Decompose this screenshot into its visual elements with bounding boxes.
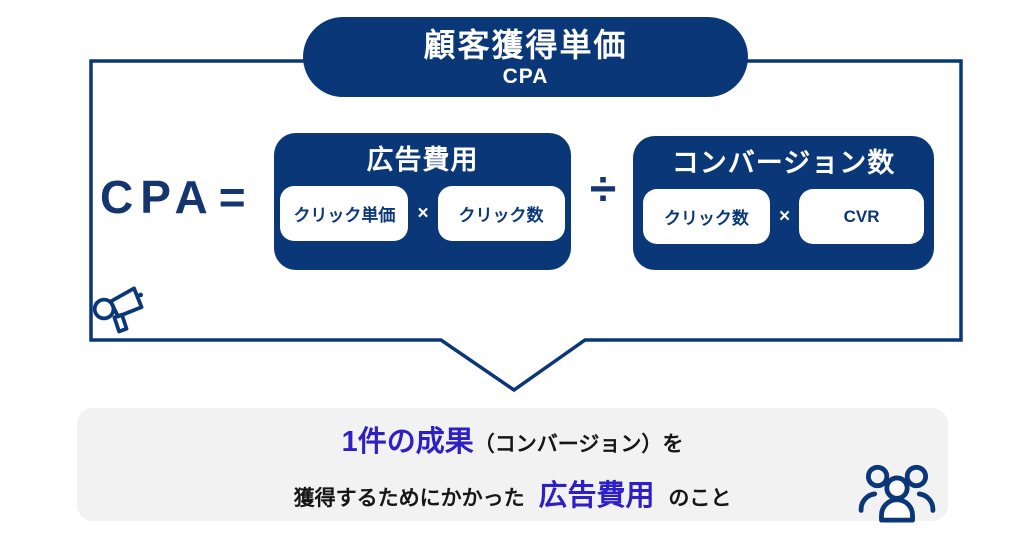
description-line-1: 1件の成果 （コンバージョン）を xyxy=(77,418,948,460)
description-text: （コンバージョン）を xyxy=(473,433,684,456)
description-text: のこと xyxy=(662,487,732,510)
ad-cost-factors: クリック単価 × クリック数 xyxy=(280,186,565,241)
ad-cost-title: 広告費用 xyxy=(366,145,479,175)
formula-lhs: CPA = xyxy=(100,170,253,224)
megaphone-icon xyxy=(92,286,144,334)
chip-cvr: CVR xyxy=(799,189,925,244)
multiply-sign: × xyxy=(417,202,429,224)
equals-sign: = xyxy=(218,171,253,223)
conversion-title: コンバージョン数 xyxy=(671,148,896,178)
conversion-group: コンバージョン数 クリック数 × CVR xyxy=(633,136,934,270)
page-subtitle: CPA xyxy=(502,65,549,88)
chip-click-count: クリック数 xyxy=(437,186,565,241)
description-emphasis: 1件の成果 xyxy=(341,426,474,458)
header-pill: 顧客獲得単価 CPA xyxy=(303,17,748,97)
chip-click-count: クリック数 xyxy=(642,189,770,244)
formula-lhs-label: CPA xyxy=(100,171,215,223)
multiply-sign: × xyxy=(778,205,791,227)
page-title: 顧客獲得単価 xyxy=(423,27,628,63)
chip-click-unit-price: クリック単価 xyxy=(280,186,409,241)
conversion-factors: クリック数 × CVR xyxy=(642,189,925,244)
divide-sign: ÷ xyxy=(589,163,617,216)
description-box: 1件の成果 （コンバージョン）を 獲得するためにかかった 広告費用 のこと xyxy=(77,408,948,521)
description-emphasis: 広告費用 xyxy=(538,480,655,512)
description-text: 獲得するためにかかった xyxy=(293,487,531,510)
description-line-2: 獲得するためにかかった 広告費用 のこと xyxy=(77,472,948,514)
people-group-icon xyxy=(858,464,936,523)
ad-cost-group: 広告費用 クリック単価 × クリック数 xyxy=(274,133,571,270)
